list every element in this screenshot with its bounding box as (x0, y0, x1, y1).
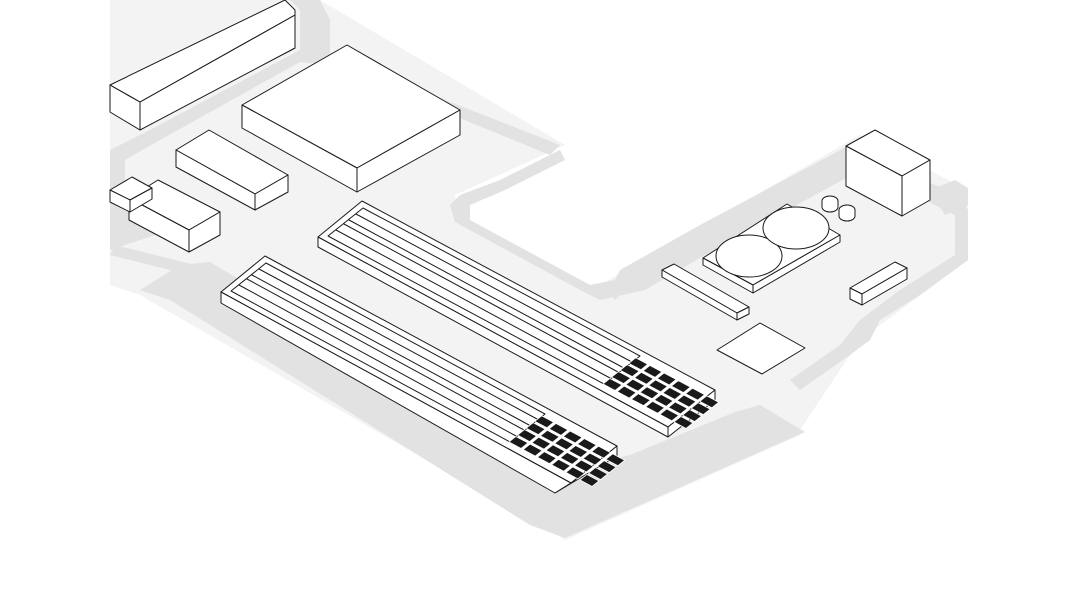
clarifier-right (762, 206, 830, 250)
filter-grid-lower-cell (508, 436, 529, 449)
long-basin-lower (220, 255, 618, 494)
filter-grid-upper-cell (648, 379, 668, 393)
filter-grid-lower-cell (551, 458, 571, 472)
building-small-c (109, 176, 153, 213)
filter-grid-upper-cell (639, 386, 660, 400)
filter-grid-lower-cell (568, 445, 589, 458)
filter-grid-lower-cell (588, 467, 608, 480)
filter-grid-lower (508, 415, 626, 487)
filter-grid-lower-cell (531, 436, 552, 450)
small-bar-structure (849, 261, 908, 306)
filter-grid-lower-cell (554, 437, 574, 451)
filter-grid-lower-cell (591, 445, 611, 459)
filter-grid-upper-cell (619, 364, 640, 378)
filter-grid-lower-cell (577, 438, 597, 451)
road-right-loop (610, 145, 968, 390)
filter-grid-lower-cell (525, 422, 546, 436)
twin-clarifier-platform (702, 203, 841, 294)
filter-grid-lower-cell (559, 451, 580, 465)
filter-grid-upper-cell (662, 387, 683, 400)
filter-grid-upper-cell (682, 409, 702, 422)
filter-grid-upper-cell (616, 385, 637, 399)
filter-grid-upper-cell (602, 378, 623, 391)
filter-grid-lower-cell (605, 453, 626, 467)
filter-grid-lower-cell (540, 429, 560, 443)
filter-grid-upper-cell (668, 401, 688, 415)
filter-grid-lower-cell (579, 474, 600, 487)
filter-grid-lower-cell (565, 466, 586, 480)
filter-grid-lower-cell (534, 415, 555, 429)
filter-grid-lower-cell (562, 430, 583, 444)
filter-grid-lower-cell (596, 460, 617, 474)
filter-grid-upper-cell (653, 393, 674, 407)
filter-grid-upper-cell (625, 378, 646, 392)
filter-grid-upper-cell (673, 416, 694, 429)
filter-grid-upper-cell (676, 394, 697, 408)
filter-grid-upper (602, 357, 720, 429)
filter-grid-upper-cell (631, 393, 651, 407)
building-small-a (175, 129, 289, 211)
filter-grid-upper-cell (645, 400, 665, 414)
filter-grid-upper-cell (611, 371, 631, 384)
filter-grid-upper-cell (656, 372, 677, 386)
filter-grid-upper-cell (659, 408, 680, 422)
building-cube-right (845, 129, 931, 217)
filter-grid-upper-cell (628, 357, 649, 371)
long-basin-upper (317, 200, 716, 438)
filter-grid-upper-cell (671, 380, 691, 393)
filter-grid-upper-cell (699, 395, 720, 409)
small-tank-b (838, 204, 856, 222)
filter-grid-upper-cell (634, 371, 654, 385)
filter-grid-upper-cell (685, 387, 705, 401)
filter-grid-lower-cell (582, 452, 603, 466)
road-mid-left (110, 245, 195, 275)
building-large-square (241, 44, 461, 193)
clarifier-left (715, 234, 783, 278)
filter-grid-lower-cell (545, 444, 566, 458)
filter-grid-upper-cell (690, 402, 711, 416)
flat-pad (716, 322, 806, 375)
filter-grid-lower-cell (522, 443, 543, 457)
filter-grid-lower-cell (548, 422, 569, 436)
filter-grid-upper-cell (642, 364, 663, 378)
ground-right-site (600, 135, 968, 430)
filter-grid-lower-cell (574, 459, 594, 473)
building-top-left (109, 0, 296, 131)
road-right-branch (930, 180, 968, 215)
filter-grid-lower-cell (537, 451, 557, 465)
small-tank-a (821, 195, 839, 213)
filter-grid-lower-cell (517, 429, 537, 442)
long-bar-structure (661, 263, 750, 321)
